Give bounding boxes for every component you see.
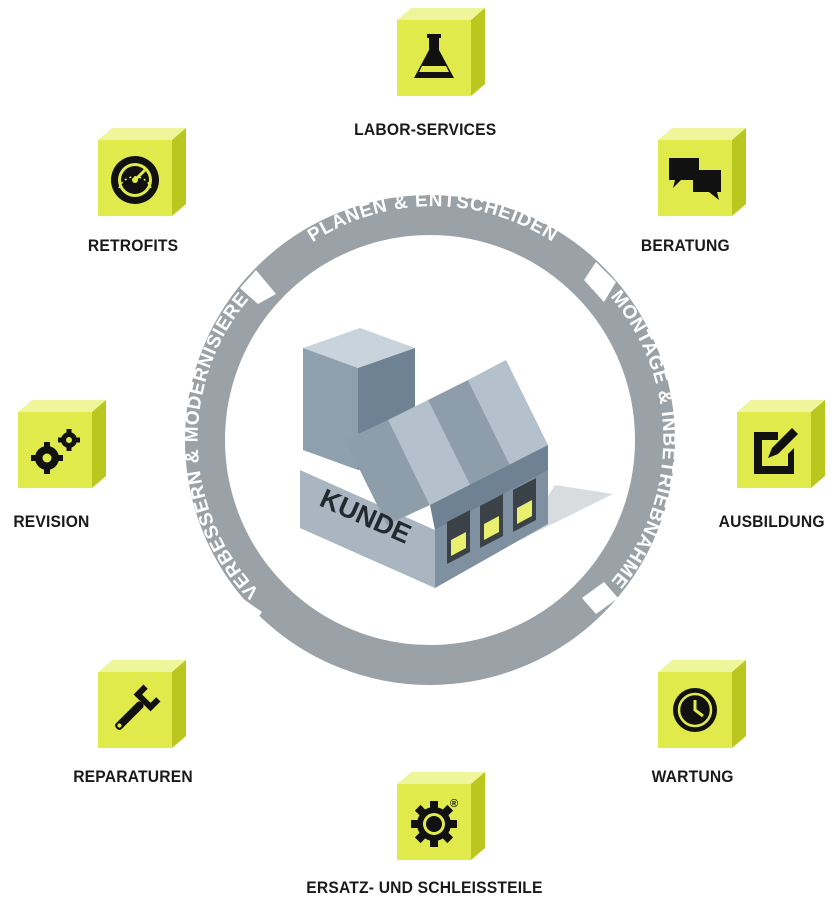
label-beratung: BERATUNG <box>640 236 730 255</box>
cube-wartung <box>648 660 768 750</box>
factory-building: KUNDE <box>300 328 613 588</box>
cube-labor <box>387 8 507 98</box>
label-reparaturen: REPARATUREN <box>73 767 193 786</box>
factory-front <box>300 470 435 588</box>
label-revision: REVISION <box>13 512 90 531</box>
gears-icon <box>31 429 80 474</box>
window-2-cube <box>484 516 499 540</box>
label-labor: LABOR-SERVICES <box>354 120 497 139</box>
label-retrofits: RETROFITS <box>87 236 179 255</box>
ring-separators <box>230 262 618 626</box>
pen-on-paper-icon <box>754 428 798 474</box>
label-ausbildung: AUSBILDUNG <box>718 512 825 531</box>
label-ersatz: ERSATZ- UND SCHLEISSTEILE <box>306 878 543 897</box>
cube-beratung <box>648 128 768 218</box>
roof-2 <box>428 380 510 485</box>
cube-ausbildung <box>727 400 840 490</box>
window-3-cube <box>517 500 532 524</box>
tower-front <box>303 348 358 470</box>
speedometer-icon <box>111 156 159 204</box>
chat-bubbles-icon <box>669 158 721 200</box>
flask-icon <box>414 34 454 78</box>
ring-label-bottom: BETRIEB <box>387 700 482 725</box>
ring-band <box>185 195 675 685</box>
roof-1 <box>345 420 430 525</box>
separator-bottom-right <box>582 582 618 614</box>
cube-retrofits <box>88 128 208 218</box>
wrench-icon <box>115 684 161 730</box>
roof-edge <box>430 445 548 530</box>
window-1-cube <box>451 532 466 556</box>
cube-revision <box>8 400 128 490</box>
roof-2-slope <box>468 360 548 465</box>
cube-reparaturen <box>88 660 208 750</box>
gear-icon <box>411 801 457 847</box>
separator-top-left <box>240 270 276 304</box>
label-wartung: WARTUNG <box>651 767 734 786</box>
registered-mark: ® <box>450 798 459 810</box>
factory-windows <box>447 478 536 564</box>
roof-1-slope <box>388 400 470 505</box>
separator-bottom-left <box>230 598 262 626</box>
cube-ersatz <box>387 772 507 862</box>
tower-top <box>303 328 415 368</box>
separator-top-right <box>584 262 616 302</box>
clock-icon <box>673 688 717 732</box>
